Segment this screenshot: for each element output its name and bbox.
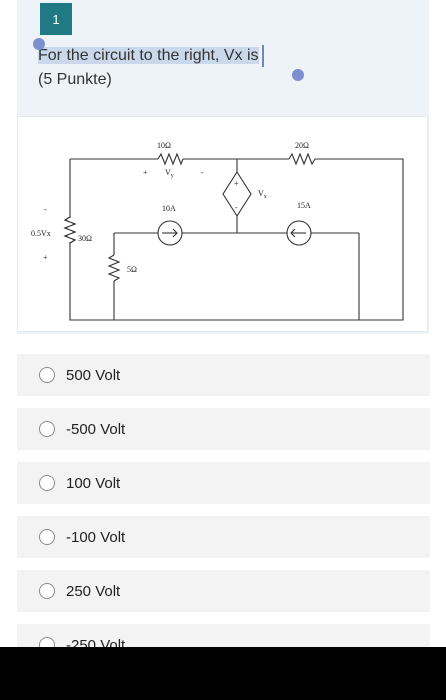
label-15a: 15A: [297, 201, 311, 210]
label-10a: 10A: [162, 204, 176, 213]
answer-option-4[interactable]: -100 Volt: [17, 516, 430, 558]
label-r2: 20Ω: [295, 141, 309, 150]
answer-option-label: -500 Volt: [66, 420, 126, 438]
answer-option-3[interactable]: 100 Volt: [17, 462, 430, 504]
label-dep-source: 0.5Vx: [31, 229, 51, 238]
answer-option-label: -100 Volt: [66, 528, 126, 546]
resistor-10ohm: [157, 152, 184, 166]
label-vx: Vx: [258, 189, 267, 200]
answer-option-2[interactable]: -500 Volt: [17, 408, 430, 450]
label-dep-plus: +: [43, 253, 48, 262]
radio-button[interactable]: [39, 421, 55, 437]
label-dep-minus: -: [44, 205, 47, 214]
label-vy-minus: -: [201, 168, 204, 177]
answer-option-label: 500 Volt: [66, 366, 121, 384]
answer-option-label: 100 Volt: [66, 474, 121, 492]
circuit-image: 10Ω + Vy - 20Ω + - Vx 10A 15A - 0.5Vx + …: [17, 116, 428, 332]
question-prompt: For the circuit to the right, Vx is: [38, 47, 259, 64]
radio-button[interactable]: [39, 583, 55, 599]
answer-option-5[interactable]: 250 Volt: [17, 570, 430, 612]
label-vy-plus: +: [143, 168, 148, 177]
question-points: (5 Punkte): [38, 71, 112, 88]
resistor-20ohm: [288, 152, 316, 166]
label-source-plus: +: [234, 179, 239, 188]
circuit-diagram: 10Ω + Vy - 20Ω + - Vx 10A 15A - 0.5Vx + …: [31, 141, 404, 321]
bottom-bar: [0, 647, 446, 700]
radio-button[interactable]: [39, 529, 55, 545]
question-text: For the circuit to the right, Vx is (5 P…: [38, 44, 418, 92]
selection-start-handle[interactable]: [33, 38, 45, 50]
selection-caret: [261, 44, 264, 67]
radio-button[interactable]: [39, 475, 55, 491]
label-r1: 10Ω: [157, 141, 171, 150]
resistor-5ohm: [107, 254, 121, 282]
label-r4: 5Ω: [127, 265, 137, 274]
answer-option-label: 250 Volt: [66, 582, 121, 600]
label-vy: Vy: [165, 168, 174, 179]
radio-button[interactable]: [39, 367, 55, 383]
label-source-minus: -: [235, 203, 238, 212]
outer-wire: [69, 158, 404, 321]
selection-end-handle[interactable]: [292, 69, 304, 81]
label-r3: 30Ω: [78, 234, 92, 243]
question-number-badge: 1: [40, 3, 72, 35]
answer-option-1[interactable]: 500 Volt: [17, 354, 430, 396]
